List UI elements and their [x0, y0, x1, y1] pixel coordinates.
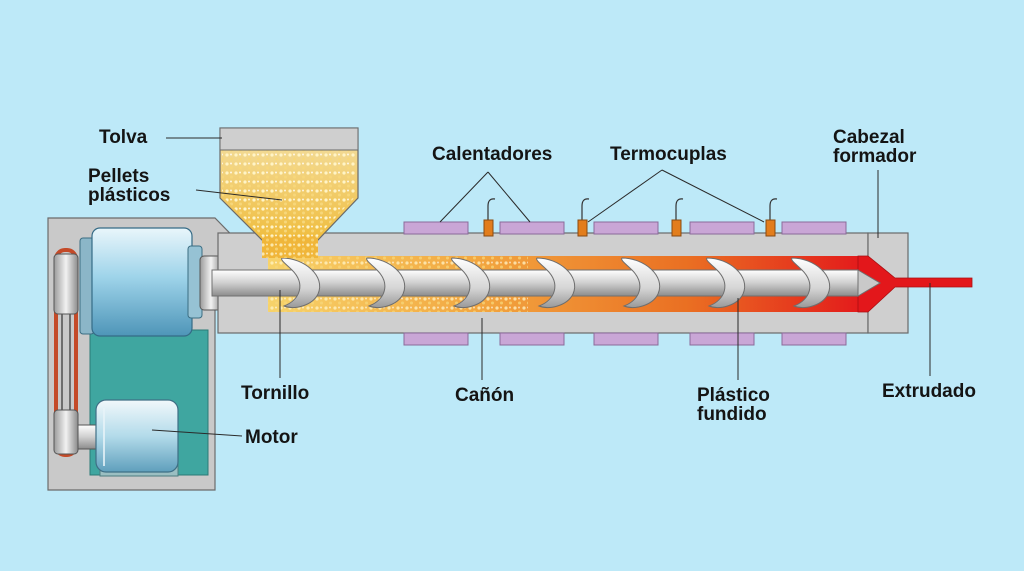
screw-flight: [281, 257, 321, 308]
heater-band: [499, 332, 565, 346]
label-extrudado: Extrudado: [882, 381, 976, 402]
label-cabezal-formador: Cabezal formador: [833, 128, 916, 166]
label-plastico-line2: fundido: [697, 404, 767, 425]
label-pellets-line1: Pellets: [88, 166, 150, 187]
label-calentadores: Calentadores: [432, 144, 553, 165]
label-tornillo: Tornillo: [241, 383, 310, 404]
screw-flight: [451, 257, 491, 308]
thermocouple: [577, 198, 590, 237]
gearbox-motor: [79, 227, 235, 337]
drive-belt: [53, 248, 79, 457]
screw-flight: [706, 257, 746, 308]
label-tolva: Tolva: [99, 127, 148, 148]
label-motor: Motor: [245, 427, 298, 448]
screw-flight: [621, 257, 661, 308]
heater-band: [689, 221, 755, 235]
heater-band: [593, 332, 659, 346]
heater-band: [499, 221, 565, 235]
heater-band: [689, 332, 755, 346]
label-canon: Cañón: [455, 385, 515, 406]
label-plastico-fundido: Plástico fundido: [697, 386, 770, 424]
heater-band: [593, 221, 659, 235]
heater-band: [781, 332, 847, 346]
label-pellets: Pellets plásticos: [88, 167, 170, 205]
heater-band: [403, 332, 469, 346]
thermocouple: [765, 198, 778, 237]
label-plastico-line1: Plástico: [697, 385, 770, 406]
thermocouples: [483, 198, 778, 237]
screw-flight: [791, 257, 831, 308]
hopper: [219, 127, 359, 258]
heater-band: [403, 221, 469, 235]
motor: [77, 399, 179, 473]
heater-band: [781, 221, 847, 235]
thermocouple: [483, 198, 496, 237]
label-pellets-line2: plásticos: [88, 185, 171, 206]
label-cabezal-line2: formador: [833, 146, 917, 167]
leader-lines: [151, 137, 931, 437]
label-termocuplas: Termocuplas: [610, 144, 727, 165]
screw-flight: [366, 257, 406, 308]
screw-flight: [536, 257, 576, 308]
screw-flights: [281, 257, 831, 308]
thermocouple: [671, 198, 684, 237]
label-cabezal-line1: Cabezal: [833, 127, 905, 148]
